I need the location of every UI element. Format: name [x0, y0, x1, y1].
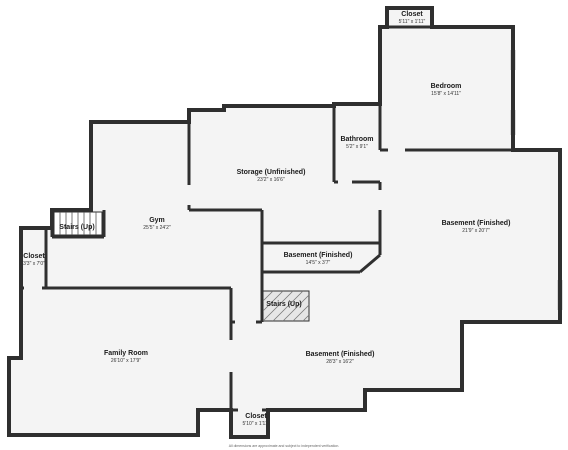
interior-walls [21, 25, 513, 413]
room-dimensions: 5'2" x 9'1" [346, 144, 368, 150]
outline-fill [9, 8, 560, 437]
floor-fills [9, 8, 560, 437]
room-gym: Gym 25'5" x 24'2" [143, 217, 171, 231]
room-name: Basement (Finished) [442, 220, 511, 227]
room-dimensions: 26'10" x 17'9" [111, 358, 141, 364]
room-closet-left: Closet 3'3" x 7'0" [23, 253, 45, 267]
room-storage: Storage (Unfinished) 23'2" x 16'6" [237, 169, 306, 183]
room-dimensions: 3'3" x 7'0" [23, 261, 45, 267]
room-dimensions: 5'11" x 1'11" [399, 19, 426, 25]
room-name: Stairs (Up) [266, 301, 301, 308]
room-dimensions: 15'8" x 14'11" [431, 91, 461, 97]
room-dimensions: 23'2" x 16'6" [257, 177, 285, 183]
room-name: Bathroom [340, 136, 373, 143]
room-name: Bedroom [431, 83, 462, 90]
room-name: Basement (Finished) [306, 351, 375, 358]
room-name: Closet [23, 253, 45, 260]
stairs-left [53, 211, 103, 236]
outer-walls [7, 6, 562, 439]
room-dimensions: 14'5" x 3'7" [306, 260, 331, 266]
room-stairs-center: Stairs (Up) [266, 301, 301, 308]
room-stairs-left: Stairs (Up) [59, 224, 94, 231]
room-dimensions: 21'9" x 20'7" [462, 228, 490, 234]
disclaimer-note: All dimensions are approximate and subje… [229, 444, 340, 448]
room-dimensions: 28'3" x 16'2" [326, 359, 354, 365]
room-bedroom: Bedroom 15'8" x 14'11" [431, 83, 462, 97]
room-name: Closet [401, 11, 423, 18]
room-name: Closet [245, 413, 267, 420]
room-dimensions: 5'10" x 1'11" [242, 421, 269, 427]
room-basement-bottom: Basement (Finished) 28'3" x 16'2" [306, 351, 375, 365]
room-dimensions: 25'5" x 24'2" [143, 225, 171, 231]
room-name: Basement (Finished) [284, 252, 353, 259]
room-closet-bottom: Closet 5'10" x 1'11" [242, 413, 269, 427]
room-basement-mid: Basement (Finished) 14'5" x 3'7" [284, 252, 353, 266]
room-name: Storage (Unfinished) [237, 169, 306, 176]
room-labels: Closet 5'11" x 1'11" Bedroom 15'8" x 14'… [23, 11, 510, 427]
room-closet-top: Closet 5'11" x 1'11" [399, 11, 426, 25]
stairs-center [262, 290, 310, 322]
room-family-room: Family Room 26'10" x 17'9" [104, 350, 148, 364]
room-name: Family Room [104, 350, 148, 357]
room-bathroom: Bathroom 5'2" x 9'1" [340, 136, 373, 150]
room-name: Gym [149, 217, 165, 224]
room-basement-right: Basement (Finished) 21'9" x 20'7" [442, 220, 511, 234]
room-name: Stairs (Up) [59, 224, 94, 231]
